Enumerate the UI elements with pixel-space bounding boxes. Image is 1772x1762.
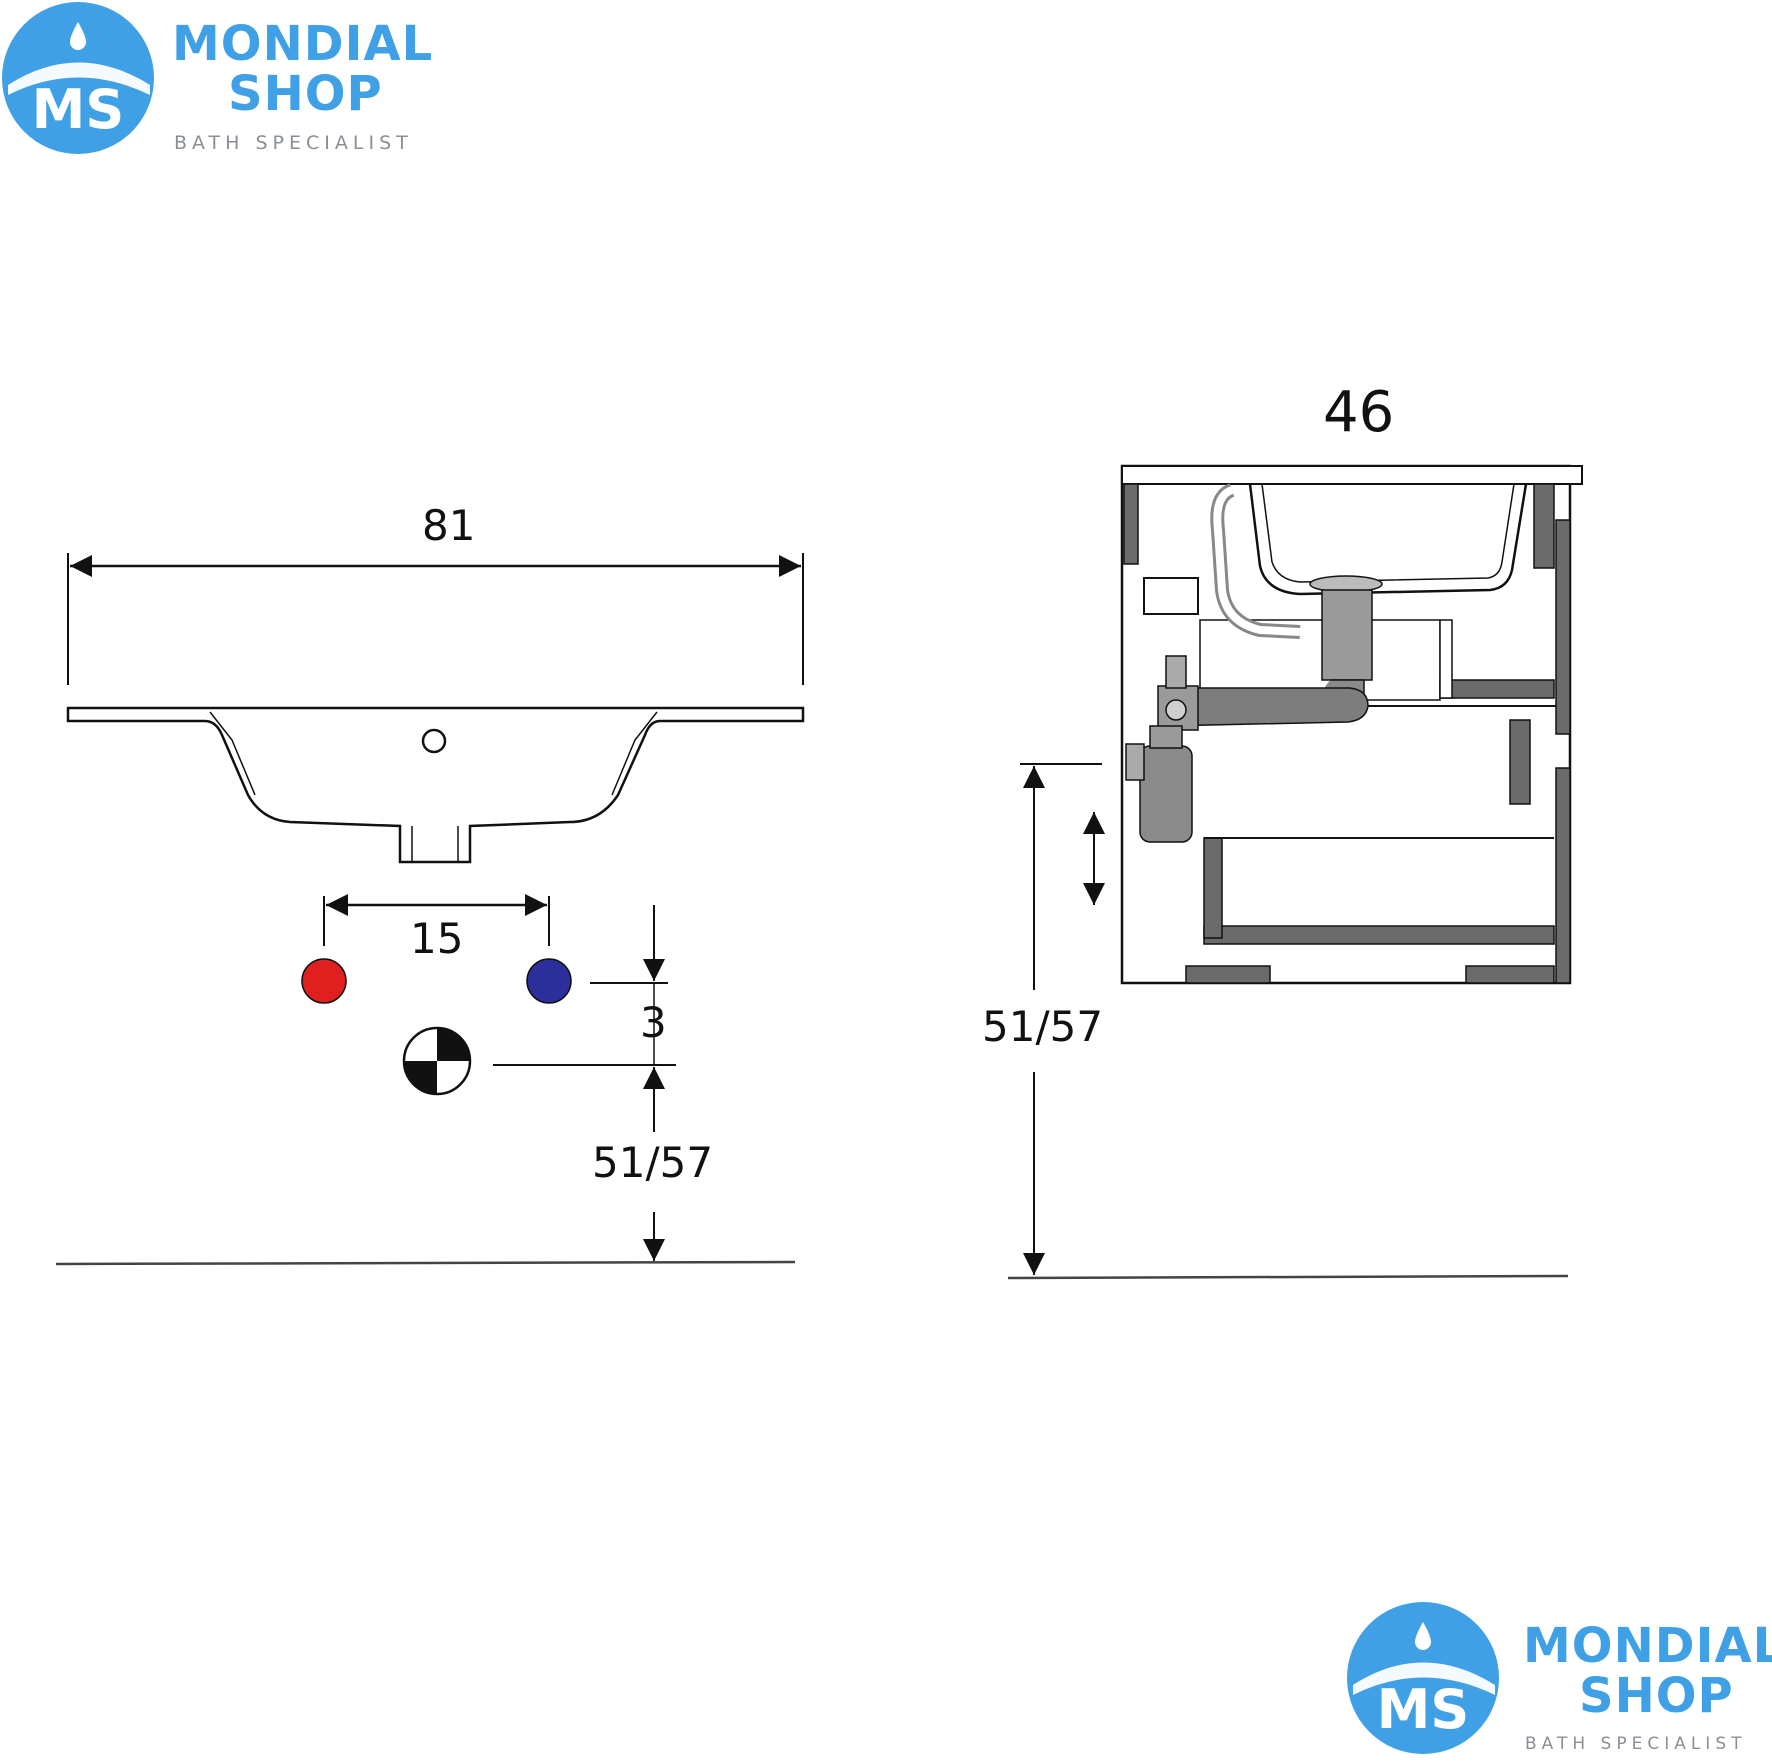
trap-pipe xyxy=(1163,687,1369,727)
brand-logo-top: MS MONDIAL SHOP BATH SPECIALIST xyxy=(0,0,440,160)
cabinet-front-panel xyxy=(1555,519,1571,735)
floor-line xyxy=(55,1260,796,1266)
trap-fitting xyxy=(1165,699,1187,721)
brand-name-line2: SHOP xyxy=(1579,1668,1734,1724)
waste-valve-body xyxy=(1321,589,1373,681)
drawer-handle xyxy=(1509,719,1531,805)
tap-hole xyxy=(421,728,447,754)
shelf-lower xyxy=(1203,925,1555,945)
ms-logo-icon: MS xyxy=(2,2,154,154)
svg-text:MS: MS xyxy=(1377,1678,1470,1741)
cabinet-depth-label: 46 xyxy=(1323,380,1395,445)
basin-bowl-section xyxy=(1261,483,1515,583)
tap-spacing-label: 15 xyxy=(410,914,464,963)
trap-outlet xyxy=(1125,743,1145,781)
cabinet-side-panel xyxy=(1123,483,1139,565)
basin-profile xyxy=(66,706,805,864)
brand-tagline: BATH SPECIALIST xyxy=(1525,1734,1747,1754)
drain-symbol-icon xyxy=(402,1026,472,1096)
cabinet-front-panel xyxy=(1555,767,1571,984)
brand-logo-bottom: MS MONDIAL SHOP BATH SPECIALIST xyxy=(1345,1600,1772,1760)
trap-inlet xyxy=(1165,655,1187,689)
front-drain-height-label: 51/57 xyxy=(592,1138,714,1187)
brand-name-line1: MONDIAL xyxy=(1523,1618,1772,1674)
hot-water-supply-icon xyxy=(301,958,347,1004)
cabinet-foot xyxy=(1185,965,1271,984)
side-drain-height-label: 51/57 xyxy=(982,1002,1104,1051)
brand-tagline: BATH SPECIALIST xyxy=(174,132,413,154)
tap-offset-label: 3 xyxy=(640,998,667,1047)
basin-inner-line xyxy=(209,711,256,796)
front-view xyxy=(55,553,805,1266)
connector-box xyxy=(1143,577,1199,615)
floor-line xyxy=(1007,1274,1569,1280)
side-view xyxy=(1007,464,1583,1280)
trap-body xyxy=(1139,745,1193,843)
brand-name-line1: MONDIAL xyxy=(172,16,434,72)
overflow-pipe xyxy=(1213,486,1301,636)
drawer-back xyxy=(1203,837,1223,939)
cabinet-foot xyxy=(1465,965,1555,984)
ms-logo-icon: MS xyxy=(1347,1602,1499,1754)
countertop xyxy=(1121,465,1583,485)
basin-width-label: 81 xyxy=(422,501,476,550)
basin-bowl-section xyxy=(1248,483,1528,596)
basin-inner-line xyxy=(611,711,658,796)
cabinet-side-panel xyxy=(1533,483,1555,569)
inner-frame xyxy=(1439,619,1453,699)
svg-text:MS: MS xyxy=(32,78,125,141)
shelf-upper xyxy=(1439,679,1555,699)
brand-name-line2: SHOP xyxy=(228,66,383,122)
cold-water-supply-icon xyxy=(526,958,572,1004)
trap-neck xyxy=(1149,725,1183,749)
